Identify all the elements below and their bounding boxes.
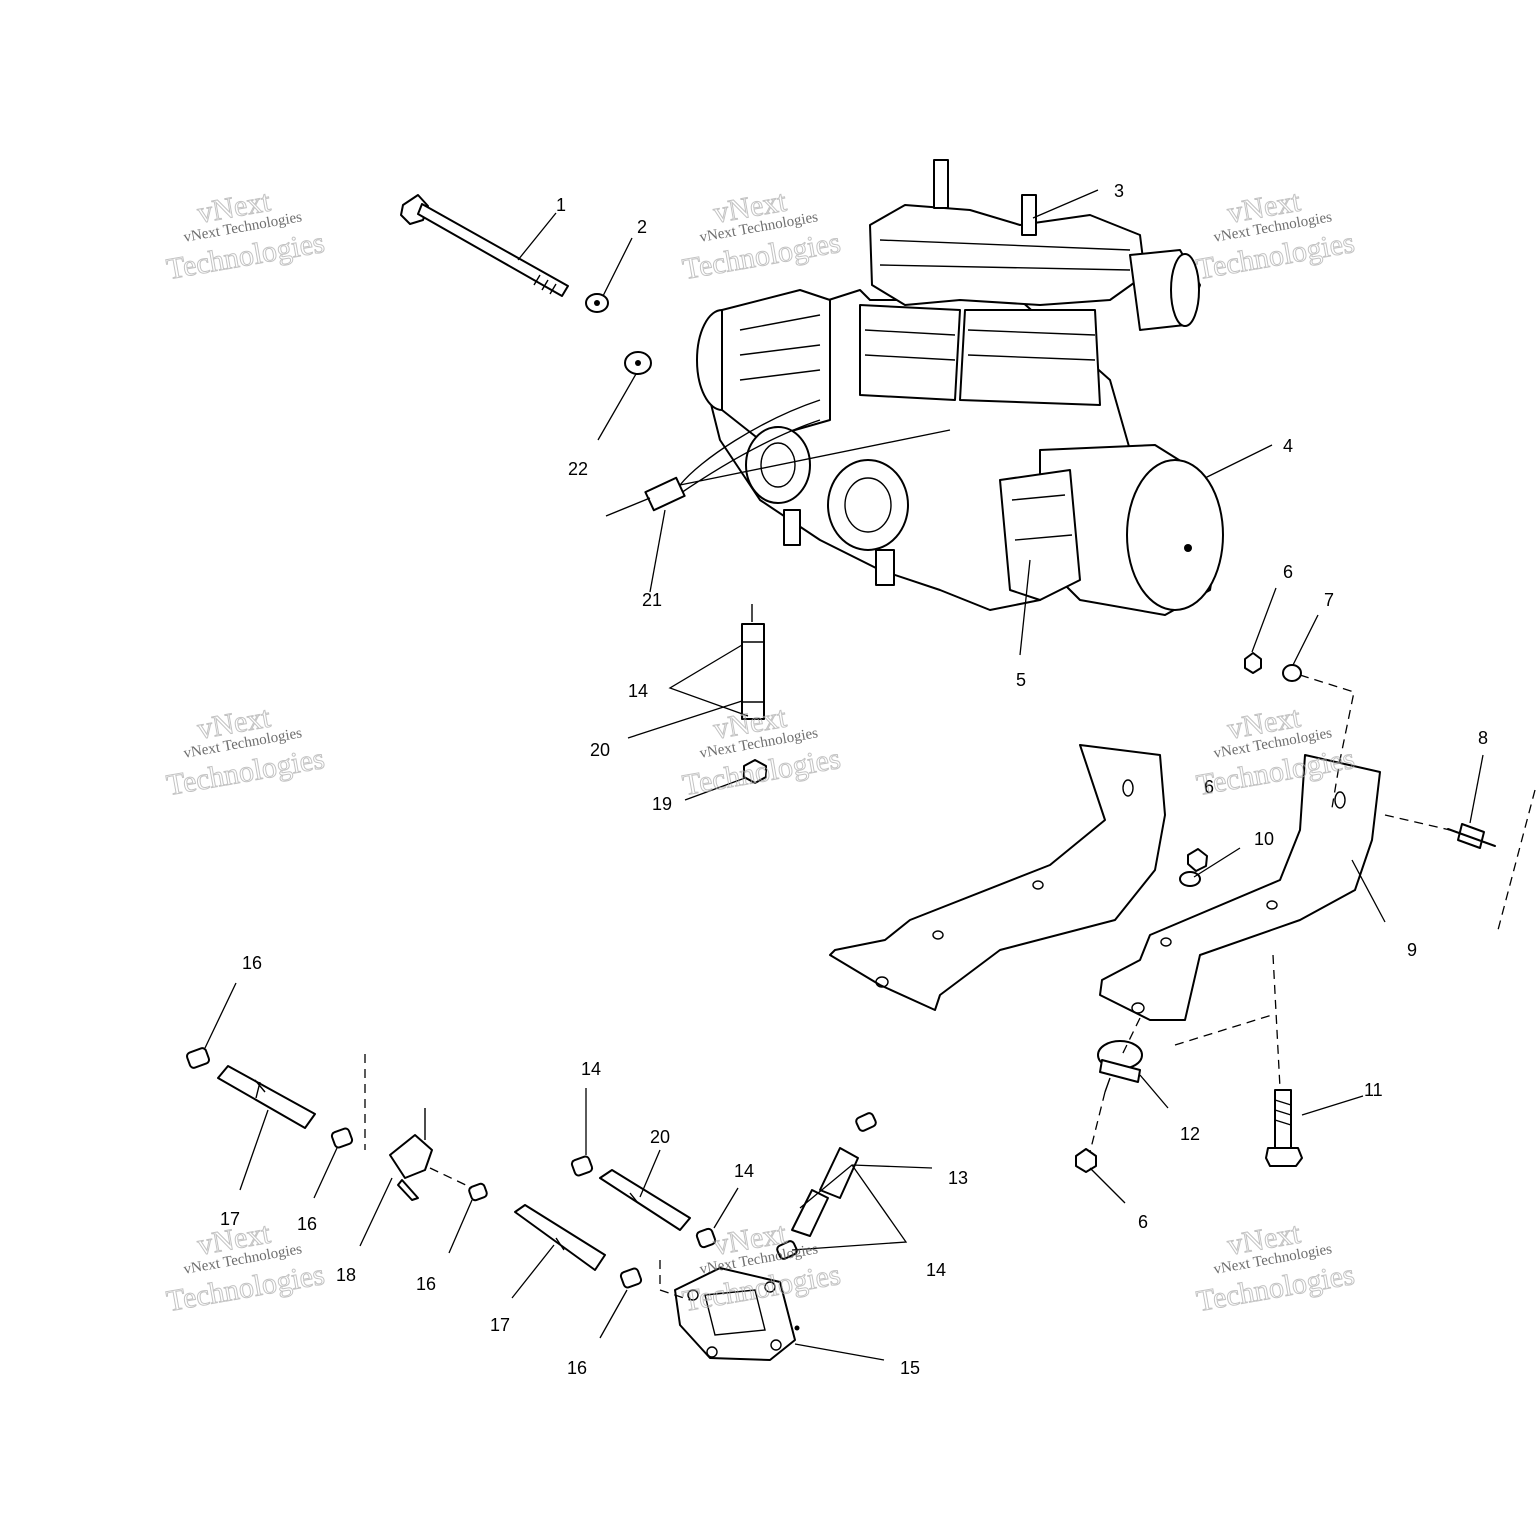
callout-16-c: 16 <box>416 1274 436 1294</box>
callout-3: 3 <box>1114 181 1124 201</box>
callout-14-hose: 14 <box>581 1059 601 1079</box>
callout-4: 4 <box>1283 436 1293 456</box>
fuel-line-kit <box>185 1047 877 1361</box>
isolator-12 <box>1097 1040 1143 1093</box>
callout-6-bottom: 6 <box>1138 1212 1148 1232</box>
watermark-bottom-right: vNext vNext Technologies Technologies <box>1194 1216 1358 1319</box>
nut-6-middle <box>1179 848 1208 887</box>
callout-21: 21 <box>642 590 662 610</box>
bracket-left <box>829 744 1166 1011</box>
watermark-bottom-center: vNext vNext Technologies Technologies <box>680 1216 844 1319</box>
callout-16-a: 16 <box>242 953 262 973</box>
callout-22: 22 <box>568 459 588 479</box>
assembly-dash-lines <box>364 674 1536 1301</box>
callout-16-b: 16 <box>297 1214 317 1234</box>
callout-7: 7 <box>1324 590 1334 610</box>
callout-6-top: 6 <box>1283 562 1293 582</box>
bracket-right-9 <box>1099 754 1381 1021</box>
callout-numbers: 1 2 3 4 5 6 7 8 9 10 6 11 12 6 13 14 15 … <box>220 181 1488 1378</box>
callout-8: 8 <box>1478 728 1488 748</box>
watermark-top-left: vNext vNext Technologies Technologies <box>164 184 328 287</box>
watermark-mid-center: vNext vNext Technologies Technologies <box>680 700 844 803</box>
callout-15: 15 <box>900 1358 920 1378</box>
watermark-top-center: vNext vNext Technologies Technologies <box>680 184 844 287</box>
callout-14-right: 14 <box>926 1260 946 1280</box>
nut-6-upper <box>1244 652 1262 674</box>
callout-17-a: 17 <box>220 1209 240 1229</box>
callout-16-d: 16 <box>567 1358 587 1378</box>
washer-22 <box>624 351 652 375</box>
callout-20-stud: 20 <box>590 740 610 760</box>
callout-2: 2 <box>637 217 647 237</box>
callout-18: 18 <box>336 1265 356 1285</box>
callout-20-hose: 20 <box>650 1127 670 1147</box>
callout-12: 12 <box>1180 1124 1200 1144</box>
callout-5: 5 <box>1016 670 1026 690</box>
bolt-1 <box>400 194 569 297</box>
callout-19: 19 <box>652 794 672 814</box>
callout-10: 10 <box>1254 829 1274 849</box>
callout-13: 13 <box>948 1168 968 1188</box>
nut-6-lower <box>1075 1148 1097 1173</box>
stud-14-20 <box>741 604 765 720</box>
callout-6-middle: 6 <box>1204 777 1214 797</box>
callout-9: 9 <box>1407 940 1417 960</box>
callout-1: 1 <box>556 195 566 215</box>
watermark-top-right: vNext vNext Technologies Technologies <box>1194 184 1358 287</box>
callout-14-fitting: 14 <box>734 1161 754 1181</box>
vibration-mount-8 <box>1447 823 1496 849</box>
washer-2 <box>585 293 609 313</box>
callout-14-stud: 14 <box>628 681 648 701</box>
callout-11: 11 <box>1364 1080 1383 1100</box>
leader-lines <box>204 189 1484 1361</box>
watermark-mid-left: vNext vNext Technologies Technologies <box>164 700 328 803</box>
nut-19 <box>743 759 767 784</box>
engine-assembly <box>605 159 1224 616</box>
callout-17-b: 17 <box>490 1315 510 1335</box>
washer-7 <box>1282 664 1302 682</box>
bolt-11 <box>1265 1089 1303 1167</box>
